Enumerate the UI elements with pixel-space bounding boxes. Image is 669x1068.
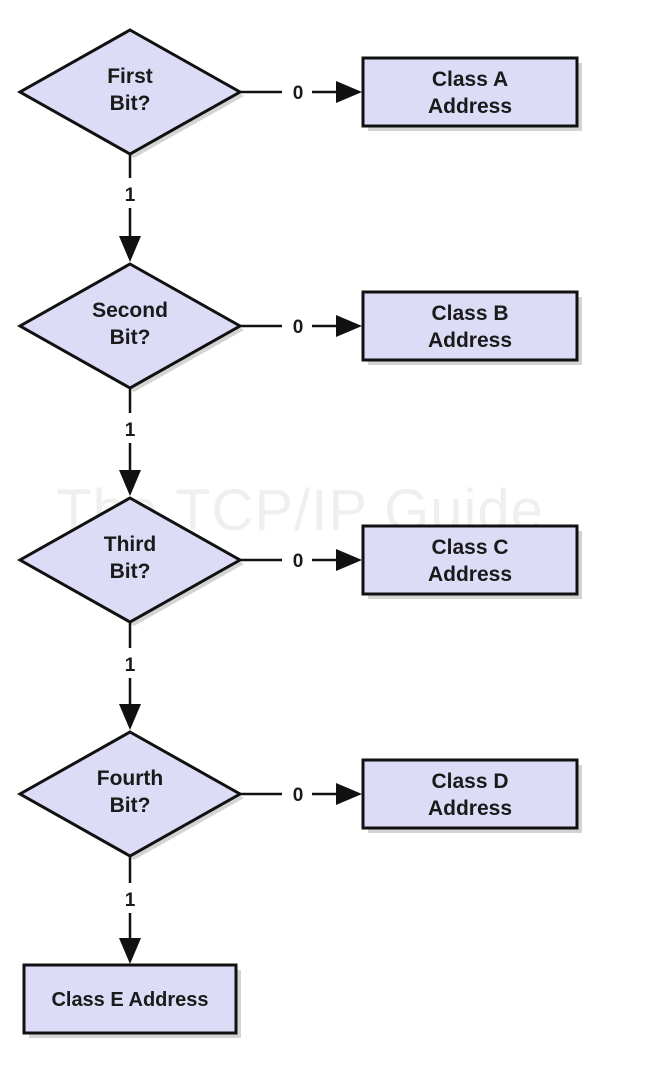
result-class-d: Class D Address: [361, 758, 582, 833]
arrowhead-down: [119, 704, 141, 730]
edge-second-to-third: 1: [119, 388, 141, 496]
decision-second-bit: Second Bit?: [16, 262, 244, 392]
result-label-line1: Class A: [432, 68, 508, 91]
edge-first-to-class-a: 0: [240, 81, 362, 104]
arrowhead-right: [336, 81, 362, 103]
decision-third-bit: Third Bit?: [16, 496, 244, 626]
result-label-line1: Class B: [431, 302, 508, 325]
decision-label-line2: Bit?: [110, 92, 151, 115]
result-label-line1: Class C: [431, 536, 508, 559]
edge-label-1: 1: [125, 420, 136, 441]
decision-first-bit: First Bit?: [16, 28, 244, 158]
edge-fourth-to-class-e: 1: [119, 856, 141, 964]
decision-label-line2: Bit?: [110, 326, 151, 349]
edge-third-to-fourth: 1: [119, 622, 141, 730]
decision-label-line2: Bit?: [110, 794, 151, 817]
edge-first-to-second: 1: [119, 154, 141, 262]
edge-label-0: 0: [293, 785, 304, 806]
decision-label-line1: Fourth: [97, 767, 163, 790]
result-class-e: Class E Address: [22, 963, 241, 1038]
result-class-b: Class B Address: [361, 290, 582, 365]
decision-label-line1: Second: [92, 299, 168, 322]
edge-label-0: 0: [293, 317, 304, 338]
edge-fourth-to-class-d: 0: [240, 783, 362, 806]
result-label-line2: Address: [428, 95, 512, 118]
decision-label-line1: Third: [104, 533, 157, 556]
result-class-c: Class C Address: [361, 524, 582, 599]
result-label-line1: Class D: [431, 770, 508, 793]
decision-label-line2: Bit?: [110, 560, 151, 583]
result-label-line2: Address: [428, 329, 512, 352]
edge-label-1: 1: [125, 185, 136, 206]
decision-label-line1: First: [107, 65, 153, 88]
edge-label-0: 0: [293, 551, 304, 572]
arrowhead-right: [336, 315, 362, 337]
decision-fourth-bit: Fourth Bit?: [16, 730, 244, 860]
edge-label-0: 0: [293, 83, 304, 104]
result-label-line2: Address: [428, 797, 512, 820]
result-label: Class E Address: [51, 989, 208, 1011]
edge-label-1: 1: [125, 655, 136, 676]
arrowhead-down: [119, 236, 141, 262]
result-label-line2: Address: [428, 563, 512, 586]
arrowhead-right: [336, 549, 362, 571]
arrowhead-down: [119, 938, 141, 964]
arrowhead-down: [119, 470, 141, 496]
edge-third-to-class-c: 0: [240, 549, 362, 572]
edge-label-1: 1: [125, 890, 136, 911]
arrowhead-right: [336, 783, 362, 805]
edge-second-to-class-b: 0: [240, 315, 362, 338]
result-class-a: Class A Address: [361, 56, 582, 131]
